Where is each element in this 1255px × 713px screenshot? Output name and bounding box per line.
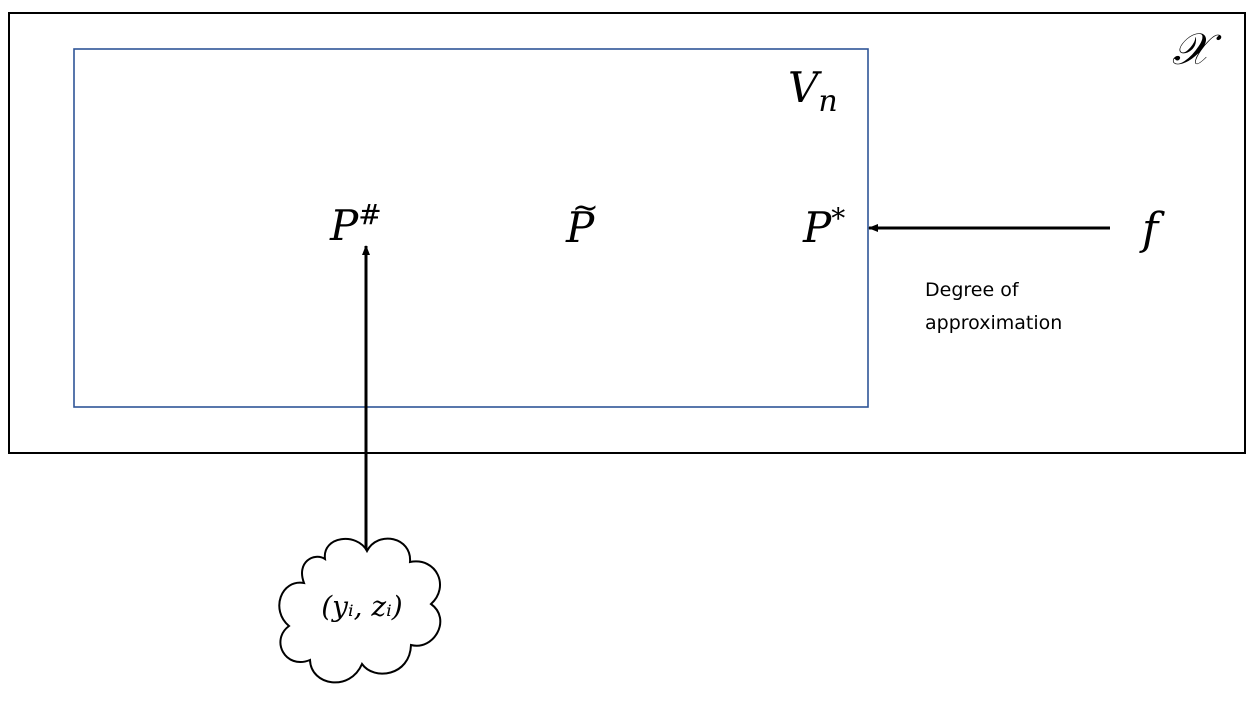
outer-space-label: 𝒳 [1172, 24, 1222, 75]
subspace-box [73, 48, 869, 408]
p-star-superscript: * [831, 202, 845, 235]
p-sharp-base: P [329, 201, 359, 250]
p-tilde-accent: ~ [572, 188, 599, 226]
data-cloud-label: (yᵢ, zᵢ) [321, 590, 402, 623]
annotation-line-1: Degree of [925, 279, 1020, 301]
subspace-label-sub: n [818, 84, 837, 119]
data-cloud-shape [278, 537, 442, 684]
p-star-label: P* [802, 202, 845, 252]
subspace-label: Vn [788, 63, 838, 119]
p-tilde-base: P [565, 203, 595, 252]
outer-space-box [8, 12, 1246, 454]
annotation-line-2: approximation [925, 312, 1062, 334]
f-label: f [1139, 204, 1165, 255]
subspace-label-main: V [788, 63, 822, 112]
p-sharp-label: P# [329, 198, 382, 250]
p-sharp-superscript: # [358, 198, 381, 231]
p-star-base: P [802, 203, 832, 252]
